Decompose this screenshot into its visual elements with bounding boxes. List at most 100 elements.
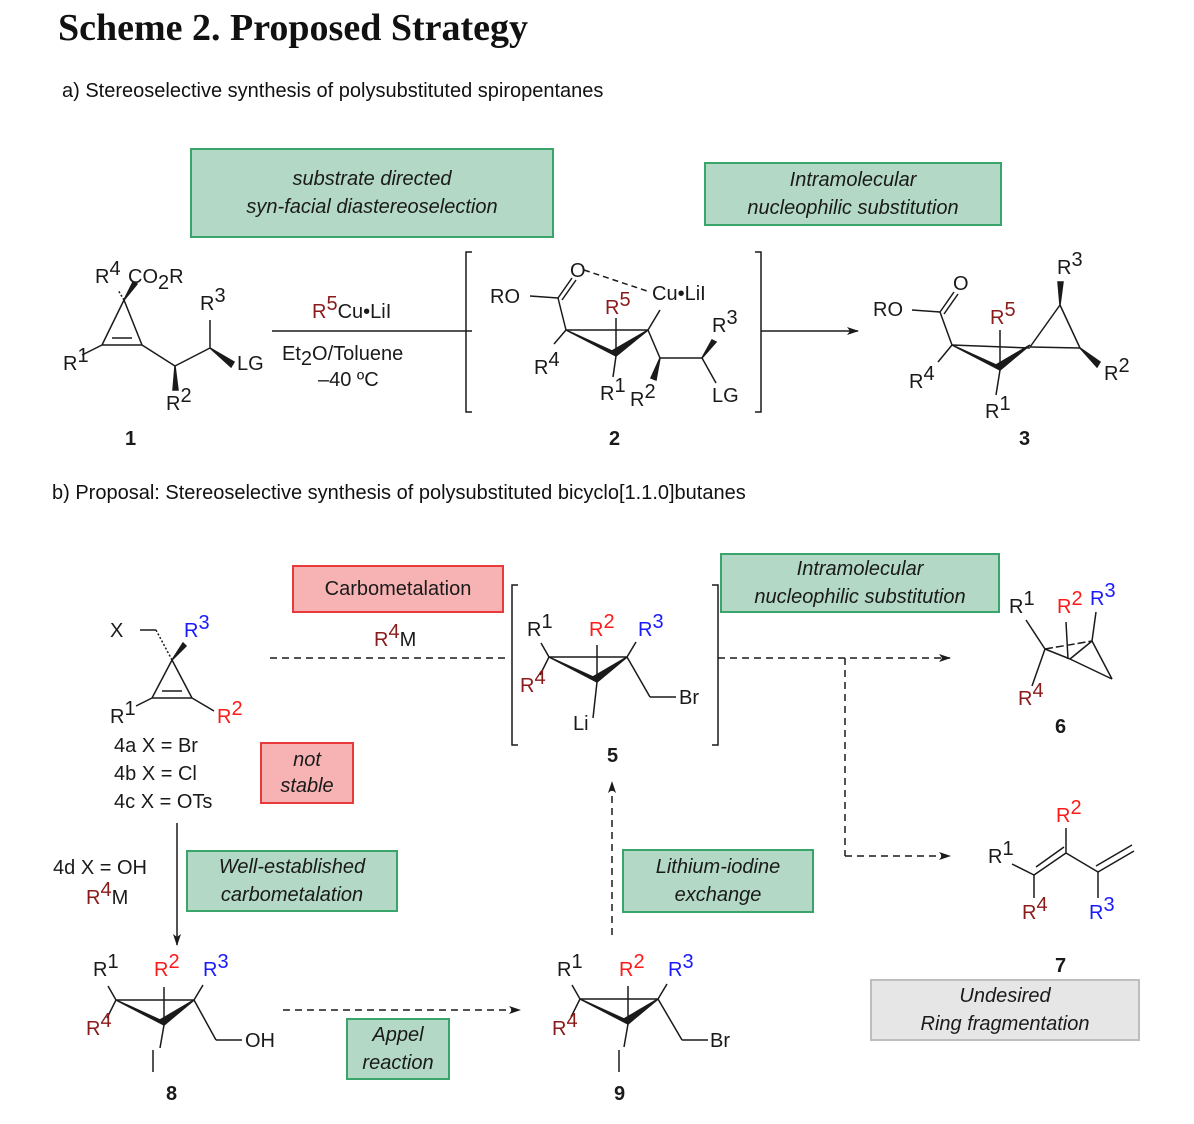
compound-3-structure [911, 281, 1102, 396]
label-r4: R4 [909, 363, 935, 393]
label-ro: RO [873, 299, 903, 321]
box-line: Lithium-iodine [655, 856, 781, 878]
label-r2: R2 [1057, 588, 1083, 618]
label-r2: R2 [217, 698, 243, 728]
carbometalation-box: Carbometalation [292, 565, 504, 613]
compound-number-1: 1 [125, 428, 136, 450]
reagent-r5cu-lii: R5Cu•LiI [312, 293, 391, 323]
compound-5-labels: R1 R2 R3 R4 Li Br 5 [520, 611, 699, 767]
label-r2: R2 [619, 951, 645, 981]
variant-4b: 4b X = Cl [114, 763, 197, 785]
box-line: Ring fragmentation [920, 1013, 1090, 1035]
box-line: Undesired [959, 985, 1051, 1007]
box-line: Well-established [218, 856, 366, 878]
label-br: Br [710, 1030, 730, 1052]
box-line: Intramolecular [796, 558, 924, 580]
label-r3: R3 [200, 285, 226, 315]
compound-8-structure [106, 984, 242, 1072]
section-a-heading: a) Stereoselective synthesis of polysubs… [62, 80, 604, 102]
box-line: nucleophilic substitution [754, 586, 966, 608]
compound-4-labels: X R3 R1 R2 4a X = Br 4b X = Cl 4c X = OT… [53, 612, 243, 879]
appel-box: Appel reaction [346, 1018, 450, 1080]
box-line: syn-facial diastereoselection [246, 196, 498, 218]
label-r2: R2 [1056, 797, 1082, 827]
lithium-iodine-box: Lithium-iodine exchange [622, 849, 814, 913]
label-r3: R3 [668, 951, 694, 981]
label-oh: OH [245, 1030, 275, 1052]
label-r1: R1 [63, 345, 89, 375]
label-r2: R2 [154, 951, 180, 981]
compound-1-structure [81, 280, 236, 391]
label-br: Br [679, 687, 699, 709]
box-line: nucleophilic substitution [747, 197, 959, 219]
label-co2r: CO2R [128, 266, 184, 294]
scheme-title: Scheme 2. Proposed Strategy [58, 7, 529, 49]
box-line: reaction [362, 1052, 434, 1074]
compound-6-structure [1025, 611, 1113, 687]
label-o: O [570, 260, 586, 282]
well-established-box: Well-established carbometalation [186, 850, 398, 912]
label-r4: R4 [1018, 680, 1044, 710]
label-lg: LG [237, 353, 264, 375]
label-li: Li [573, 713, 589, 735]
box-line: Intramolecular [789, 169, 917, 191]
compound-4-structure [135, 629, 215, 712]
label-r4: R4 [95, 258, 121, 288]
compound-1-labels: R4 CO2R R3 R1 LG R2 1 [63, 258, 264, 450]
label-ro: RO [490, 286, 520, 308]
compound-2-structure [465, 251, 859, 413]
label-r3: R3 [1090, 580, 1116, 610]
label-r4: R4 [534, 349, 560, 379]
compound-number-7: 7 [1055, 955, 1066, 977]
label-r2: R2 [166, 385, 192, 415]
compound-number-3: 3 [1019, 428, 1030, 450]
label-r1: R1 [527, 611, 553, 641]
compound-number-9: 9 [614, 1083, 625, 1105]
compound-5-structure [511, 584, 719, 746]
conditions-temperature: –40 ºC [318, 369, 379, 391]
label-r2: R2 [630, 381, 656, 411]
compound-2-labels: RO O Cu•LiI R5 R3 R4 R1 R2 LG 2 [490, 260, 739, 450]
reagent-r4m-side: R4M [86, 879, 128, 909]
label-r1: R1 [1009, 588, 1035, 618]
compound-number-8: 8 [166, 1083, 177, 1105]
box-line: Appel [372, 1024, 424, 1046]
reagent-r4m-top: R4M [374, 621, 416, 651]
variant-4a: 4a X = Br [114, 735, 198, 757]
label-culii: Cu•LiI [652, 283, 706, 305]
box-line: not [293, 749, 321, 771]
box-line: substrate directed [292, 168, 452, 190]
label-r3: R3 [712, 307, 738, 337]
compound-9-labels: R1 R2 R3 R4 Br 9 [552, 951, 730, 1105]
intramolecular-box-a: Intramolecular nucleophilic substitution [704, 162, 1002, 226]
label-r1: R1 [93, 951, 119, 981]
compound-7-labels: R1 R2 R4 R3 7 [988, 797, 1115, 977]
label-r5: R5 [990, 299, 1016, 329]
label-r3: R3 [638, 611, 664, 641]
label-r1: R1 [985, 393, 1011, 423]
compound-9-structure [570, 983, 708, 1072]
compound-6-labels: R1 R2 R3 R4 6 [1009, 580, 1116, 738]
compound-number-2: 2 [609, 428, 620, 450]
label-r4: R4 [552, 1010, 578, 1040]
label-r2: R2 [589, 611, 615, 641]
label-r4: R4 [86, 1010, 112, 1040]
compound-number-5: 5 [607, 745, 618, 767]
label-r5: R5 [605, 289, 631, 319]
compound-3-labels: RO O R5 R3 R4 R1 R2 3 [873, 249, 1130, 450]
label-r1: R1 [600, 375, 626, 405]
not-stable-box: not stable [260, 742, 354, 804]
box-line: carbometalation [220, 884, 364, 906]
compound-8-labels: R1 R2 R3 R4 OH 8 [86, 951, 275, 1105]
label-x: X [110, 620, 123, 642]
label-lg: LG [712, 385, 739, 407]
conditions-solvent: Et2O/Toluene [282, 343, 403, 370]
label-r2: R2 [1104, 355, 1130, 385]
label-r1: R1 [110, 698, 136, 728]
box-line: exchange [674, 884, 762, 906]
intramolecular-box-b: Intramolecular nucleophilic substitution [720, 553, 1000, 613]
variant-4c: 4c X = OTs [114, 791, 212, 813]
undesired-box: Undesired Ring fragmentation [870, 979, 1140, 1041]
label-r4: R4 [520, 667, 546, 697]
